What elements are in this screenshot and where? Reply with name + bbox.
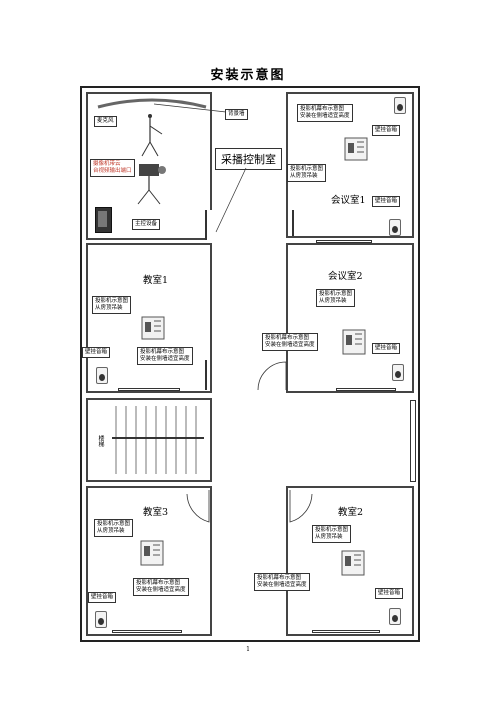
background-wall-leader bbox=[153, 103, 227, 113]
classroom1-projector-label: 投影机示意图 从房顶吊装 bbox=[92, 296, 132, 314]
door-swing-icon bbox=[186, 490, 210, 523]
wall-speaker-icon bbox=[95, 611, 107, 628]
projector-icon bbox=[141, 316, 165, 340]
microphone-icon bbox=[141, 114, 163, 157]
classroom-3-title: 教室3 bbox=[143, 507, 169, 518]
meeting-room-2 bbox=[286, 243, 414, 393]
wall-speaker-icon bbox=[389, 219, 401, 236]
meeting1-door bbox=[286, 210, 294, 236]
background-wall-label: 背景墙 bbox=[225, 109, 248, 120]
door-swing-icon bbox=[257, 361, 287, 391]
camera-label: 摄像机带云 台视频输出端口 bbox=[90, 159, 135, 177]
meeting1-screen-label: 投影机幕布示意图 安装在侧墙适宜高度 bbox=[297, 104, 353, 122]
control-room-door bbox=[205, 210, 214, 240]
wall-speaker-icon bbox=[96, 367, 108, 384]
floor-plan-frame bbox=[80, 86, 420, 642]
meeting-room-2-title: 会议室2 bbox=[328, 271, 363, 282]
classroom-1-title: 教室1 bbox=[143, 275, 169, 286]
control-room-label: 采播控制室 bbox=[215, 148, 282, 170]
meeting1-projector-label: 投影机示意图 从房顶吊装 bbox=[287, 164, 327, 182]
page-number: 1 bbox=[246, 646, 250, 653]
wall-speaker-icon bbox=[394, 97, 406, 114]
classroom3-projector-label: 投影机示意图 从房顶吊装 bbox=[94, 519, 134, 537]
corridor-right-wall bbox=[410, 400, 416, 482]
meeting2-screen-label: 投影机幕布示意图 安装在侧墙适宜高度 bbox=[262, 333, 318, 351]
projector-icon bbox=[342, 329, 366, 355]
classroom3-speaker-label: 壁挂音箱 bbox=[88, 592, 117, 603]
meeting-room-divider bbox=[316, 240, 372, 243]
projector-icon bbox=[341, 550, 365, 576]
projector-icon bbox=[344, 137, 368, 161]
meeting1-speaker-label-top: 壁挂音箱 bbox=[372, 125, 401, 136]
meeting2-speaker-label: 壁挂音箱 bbox=[372, 343, 401, 354]
meeting-room-1-title: 会议室1 bbox=[331, 195, 366, 206]
classroom1-door bbox=[205, 360, 214, 390]
stairs-icon bbox=[112, 406, 204, 474]
door-swing-icon bbox=[289, 490, 313, 523]
classroom1-speaker-label: 壁挂音箱 bbox=[82, 347, 111, 358]
meeting2-projector-label: 投影机示意图 从房顶吊装 bbox=[316, 289, 356, 307]
main-equipment-label: 主控设备 bbox=[132, 219, 161, 230]
microphone-label: 麦克风 bbox=[94, 116, 117, 127]
classroom-2-title: 教室2 bbox=[338, 507, 364, 518]
wall-speaker-icon bbox=[389, 608, 401, 625]
meeting2-screen bbox=[336, 388, 396, 391]
page-title: 安装示意图 bbox=[210, 68, 286, 83]
meeting1-speaker-label: 壁挂音箱 bbox=[372, 196, 401, 207]
classroom2-speaker-label: 壁挂音箱 bbox=[375, 588, 404, 599]
classroom3-screen-label: 投影机幕布示意图 安装在侧墙适宜高度 bbox=[133, 578, 189, 596]
wall-speaker-icon bbox=[392, 364, 404, 381]
classroom2-projector-label: 投影机示意图 从房顶吊装 bbox=[312, 525, 352, 543]
stairwell bbox=[86, 398, 212, 482]
classroom1-screen-label: 投影机幕布示意图 安装在侧墙适宜高度 bbox=[137, 347, 193, 365]
stairs-label: 楼梯 bbox=[97, 435, 104, 447]
server-cabinet-icon bbox=[95, 207, 112, 233]
projector-icon bbox=[140, 540, 164, 566]
camera-tripod-icon bbox=[137, 164, 166, 205]
background-wall-arc bbox=[97, 98, 207, 109]
classroom1-screen bbox=[118, 388, 180, 391]
classroom2-screen-label: 投影机幕布示意图 安装在侧墙适宜高度 bbox=[254, 573, 310, 591]
control-room-leader bbox=[215, 167, 247, 233]
classroom3-screen bbox=[112, 630, 182, 633]
classroom2-screen bbox=[312, 630, 380, 633]
